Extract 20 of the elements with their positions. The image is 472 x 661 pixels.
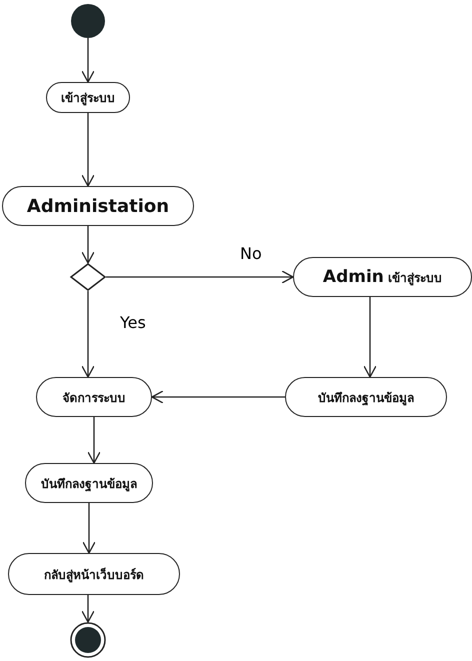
arrow (81, 38, 95, 83)
action-box: บันทึกลงฐานข้อมูล (25, 463, 153, 503)
action-box: Admin เข้าสู่ระบบ (293, 257, 472, 297)
action-box: Administation (2, 186, 194, 226)
action-box: จัดการระบบ (36, 377, 152, 417)
arrow (81, 291, 95, 378)
arrow (87, 417, 101, 464)
end-node (70, 622, 106, 658)
arrow (81, 226, 95, 264)
arrow (82, 503, 96, 554)
arrow (106, 270, 294, 284)
action-box: บันทึกลงฐานข้อมูล (285, 377, 447, 417)
action-box: กลับสู่หน้าเว็บบอร์ด (8, 553, 180, 595)
start-node (71, 4, 105, 38)
decision-diamond (70, 263, 106, 291)
arrow (81, 595, 95, 623)
arrow (363, 297, 377, 378)
arrow (81, 113, 95, 187)
action-box: เข้าสู่ระบบ (46, 82, 130, 113)
arrow (151, 390, 285, 404)
